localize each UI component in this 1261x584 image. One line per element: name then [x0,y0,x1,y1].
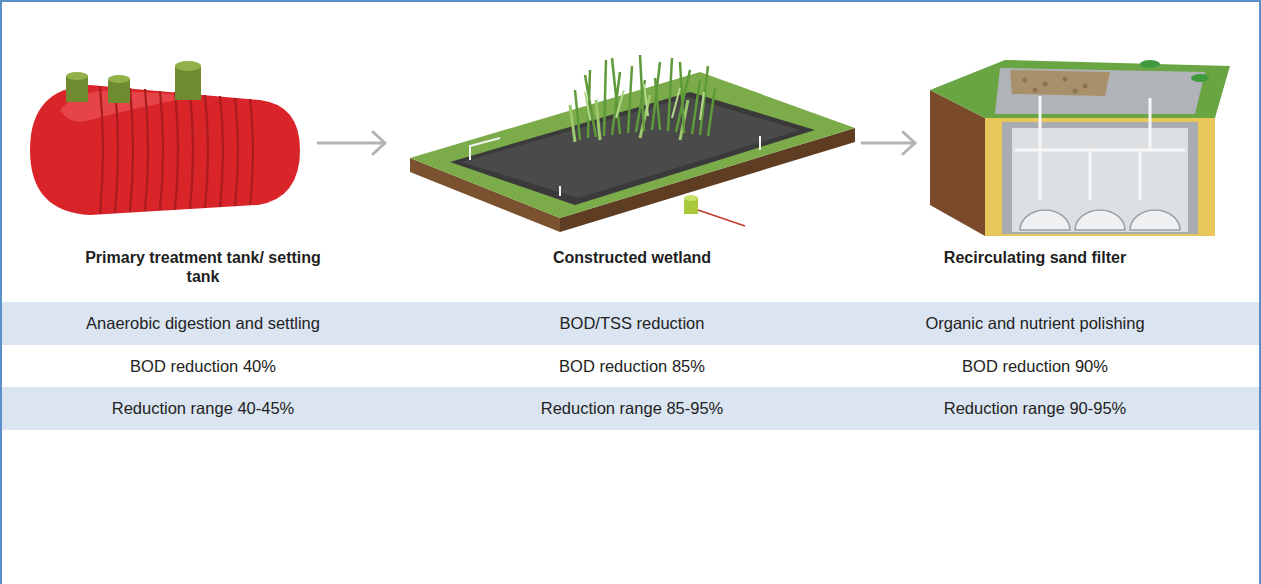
table-cell: BOD/TSS reduction [432,302,832,345]
sand-filter-illustration [930,60,1230,236]
table-cell: Reduction range 40-45% [3,387,403,430]
arrow-line [318,142,385,145]
tank-illustration [30,61,300,215]
table-cell: Reduction range 85-95% [432,387,832,430]
stage-title: Recirculating sand filter [915,248,1155,267]
table-cell: Reduction range 90-95% [835,387,1235,430]
flow-arrow [318,132,385,154]
table-cell: BOD reduction 40% [3,345,403,387]
stage-box: Primary treatment tank/ setting tank [20,50,318,300]
table-cell: Organic and nutrient polishing [835,302,1235,345]
wetland-illustration [410,55,855,232]
table-cell: BOD reduction 90% [835,345,1235,387]
table-cell: BOD reduction 85% [432,345,832,387]
stage-box: Constructed wetland [385,50,862,300]
arrow-line [862,142,915,145]
arrow-head [373,132,385,154]
stage-box: Recirculating sand filter [915,50,1245,300]
table-cell: Anaerobic digestion and settling [3,302,403,345]
flow-arrow [862,132,915,154]
stage-title: Primary treatment tank/ setting tank [83,248,323,286]
stage-title: Constructed wetland [512,248,752,267]
arrow-head [903,132,915,154]
